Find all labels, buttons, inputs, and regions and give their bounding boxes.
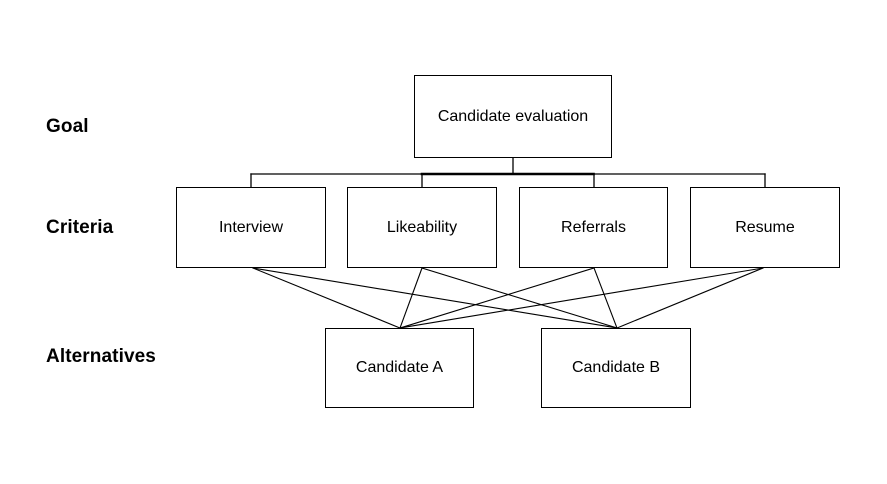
alternative-node-label: Candidate B bbox=[571, 359, 661, 377]
criterion-node-label: Interview bbox=[218, 218, 284, 236]
alternative-node[interactable]: Candidate B bbox=[541, 328, 691, 408]
cross-link-line bbox=[399, 267, 595, 329]
goal-node[interactable]: Candidate evaluation bbox=[414, 75, 612, 158]
criterion-node[interactable]: Interview bbox=[176, 187, 326, 268]
cross-link-line bbox=[252, 267, 618, 329]
row-label-alternatives: Alternatives bbox=[46, 346, 156, 367]
cross-link-line bbox=[421, 267, 618, 329]
criterion-node-label: Resume bbox=[735, 218, 795, 236]
criterion-node-label: Likeability bbox=[386, 218, 458, 236]
alternative-node-label: Candidate A bbox=[355, 359, 444, 377]
criterion-node[interactable]: Likeability bbox=[347, 187, 497, 268]
row-label-criteria: Criteria bbox=[46, 217, 114, 238]
criterion-node-label: Referrals bbox=[561, 218, 626, 236]
cross-link-line bbox=[399, 267, 423, 329]
row-label-goal: Goal bbox=[46, 116, 89, 137]
criteria-to-alternatives-connectors bbox=[252, 267, 764, 329]
goal-node-label: Candidate evaluation bbox=[437, 107, 589, 125]
goal-to-criteria-connectors bbox=[250, 157, 766, 188]
alternative-node[interactable]: Candidate A bbox=[325, 328, 474, 408]
criterion-node[interactable]: Resume bbox=[690, 187, 840, 268]
cross-link-line bbox=[399, 267, 764, 329]
cross-link-line bbox=[616, 267, 764, 329]
criterion-node[interactable]: Referrals bbox=[519, 187, 668, 268]
cross-link-line bbox=[252, 267, 401, 329]
cross-link-line bbox=[593, 267, 618, 329]
